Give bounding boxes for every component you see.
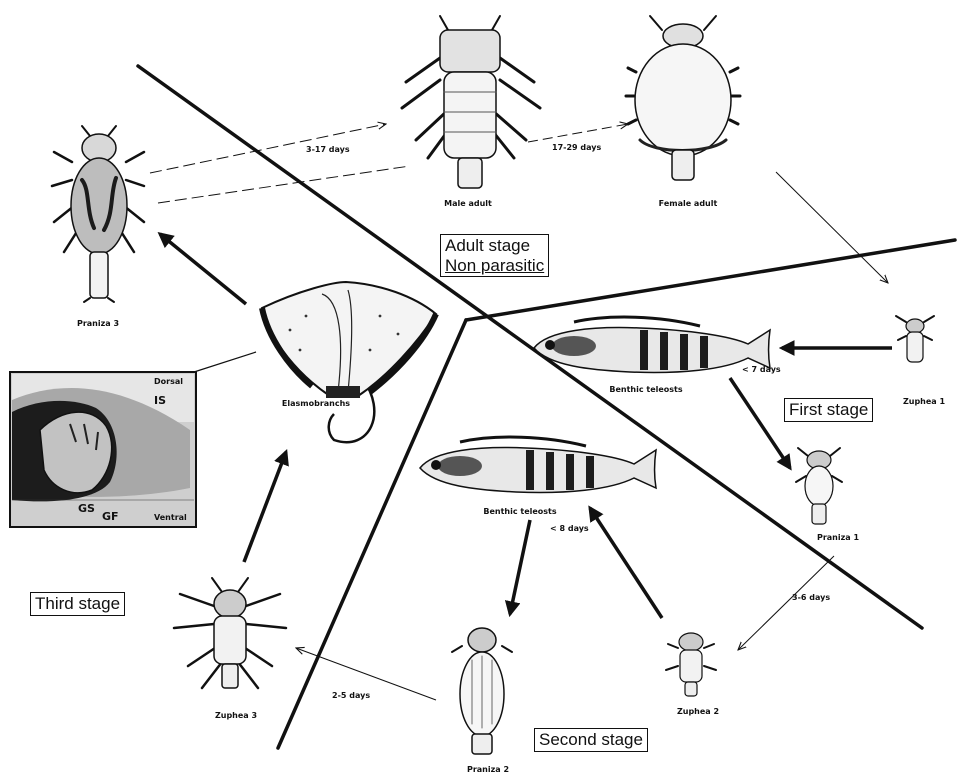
adult-stage-label: Adult stage Non parasitic <box>440 234 549 277</box>
praniza1-drawing <box>796 448 842 524</box>
male-adult-label: Male adult <box>444 199 492 208</box>
adult-stage-line2: Non parasitic <box>445 256 544 276</box>
third-stage-label: Third stage <box>30 592 125 616</box>
inset-ventral-label: Ventral <box>154 513 187 522</box>
arrow-teleost-to-praniza1 <box>730 378 790 468</box>
teleost-upper-label: Benthic teleosts <box>609 385 683 394</box>
duration-labels: 3-17 days 17-29 days < 7 days 3-6 days <… <box>306 143 830 700</box>
zuphea1-drawing <box>896 316 934 362</box>
duration-teleost-second: < 8 days <box>550 524 589 533</box>
arrow-praniza3-to-male <box>150 124 386 173</box>
zuphea2-drawing <box>666 633 716 696</box>
elasmobranch-drawing <box>262 282 436 398</box>
zuphea1-label: Zuphea 1 <box>903 397 946 406</box>
duration-male-female: 17-29 days <box>552 143 601 152</box>
gill-section-inset <box>10 352 256 527</box>
praniza3-label: Praniza 3 <box>77 319 119 328</box>
duration-teleost-first: < 7 days <box>742 365 781 374</box>
duration-praniza1-zuphea2: 3-6 days <box>792 593 830 602</box>
arrow-zuphea2-to-teleost <box>590 508 662 618</box>
duration-praniza3-male: 3-17 days <box>306 145 350 154</box>
praniza1-label: Praniza 1 <box>817 533 859 542</box>
adult-stage-line1: Adult stage <box>445 236 544 256</box>
arrow-teleost-to-praniza2 <box>510 520 530 614</box>
praniza3-drawing <box>52 126 144 302</box>
inset-is-label: IS <box>154 394 166 407</box>
praniza2-label: Praniza 2 <box>467 765 509 774</box>
praniza2-drawing <box>452 628 512 754</box>
inset-gs-label: GS <box>78 502 95 515</box>
inset-dorsal-label: Dorsal <box>154 377 183 386</box>
arrow-elasmo-to-praniza3 <box>160 234 246 304</box>
arrow-zuphea3-to-elasmo <box>244 452 286 562</box>
transition-arrows-thin <box>150 124 888 700</box>
first-stage-label: First stage <box>784 398 873 422</box>
duration-praniza2-zuphea3: 2-5 days <box>332 691 370 700</box>
zuphea3-label: Zuphea 3 <box>215 711 257 720</box>
teleost-drawing-lower <box>420 437 656 492</box>
arrow-male-to-female <box>528 124 628 142</box>
zuphea2-label: Zuphea 2 <box>677 707 719 716</box>
female-adult-drawing <box>626 16 740 180</box>
second-stage-label: Second stage <box>534 728 648 752</box>
elasmobranchs-label: Elasmobranchs <box>282 399 350 408</box>
zuphea3-drawing <box>174 578 286 688</box>
inset-connector <box>194 352 256 372</box>
female-adult-label: Female adult <box>659 199 718 208</box>
inset-gf-label: GF <box>102 510 119 523</box>
arrow-praniza1-to-zuphea2 <box>738 556 834 650</box>
transition-arrows-thick <box>160 234 892 618</box>
teleost-drawing-upper <box>534 317 770 372</box>
teleost-lower-label: Benthic teleosts <box>483 507 557 516</box>
male-adult-drawing <box>402 16 540 188</box>
